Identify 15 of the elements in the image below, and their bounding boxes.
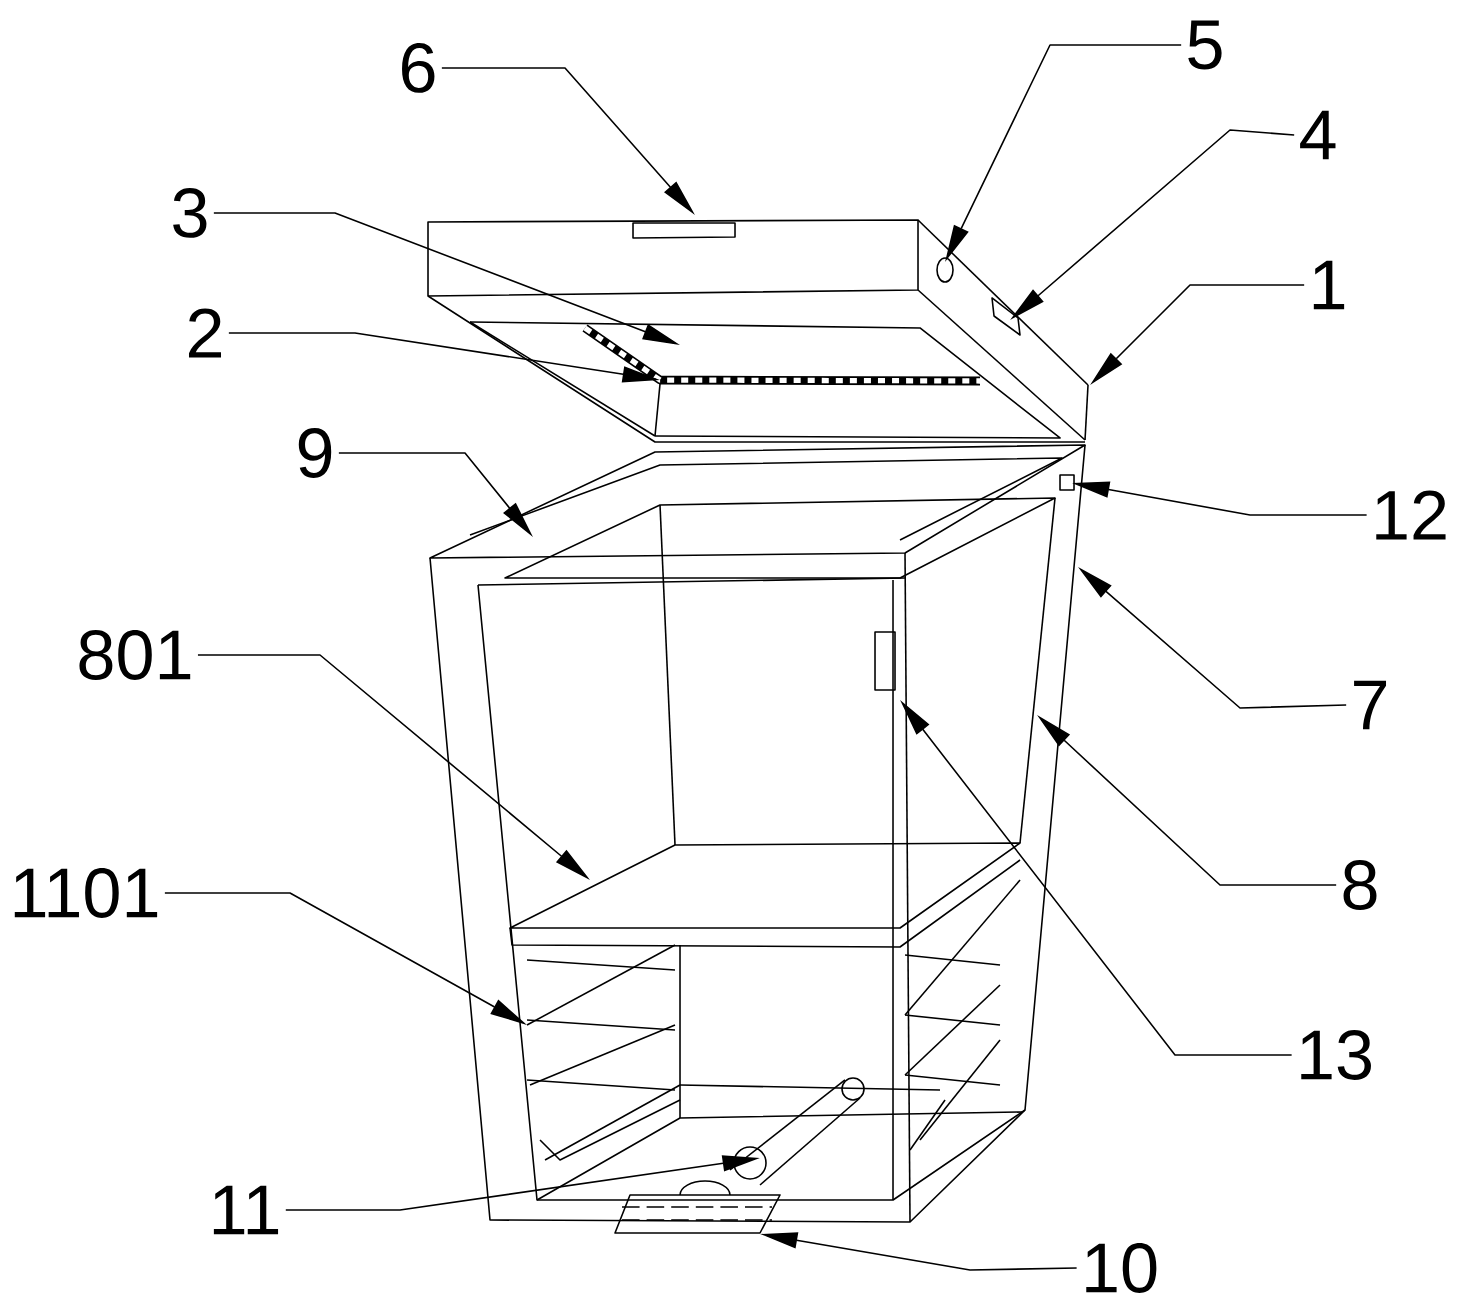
- callout-number: 4: [1300, 110, 1336, 160]
- callout-number: 8: [1343, 860, 1377, 910]
- callout-number: 11: [213, 1185, 279, 1235]
- callout-number: 7: [1354, 680, 1386, 730]
- callout-number: 3: [173, 188, 207, 238]
- callout-number: 12: [1376, 490, 1446, 540]
- callout-number: 2: [189, 308, 221, 358]
- callout-number: 10: [1086, 1243, 1157, 1293]
- callout-number: 6: [402, 43, 435, 93]
- callout-number: 9: [298, 428, 332, 478]
- callout-number: 801: [79, 630, 191, 680]
- callout-number: 5: [1188, 20, 1222, 70]
- callout-number: 1101: [14, 868, 158, 918]
- callout-number: 13: [1301, 1030, 1371, 1080]
- callout-number: 1: [1313, 260, 1345, 310]
